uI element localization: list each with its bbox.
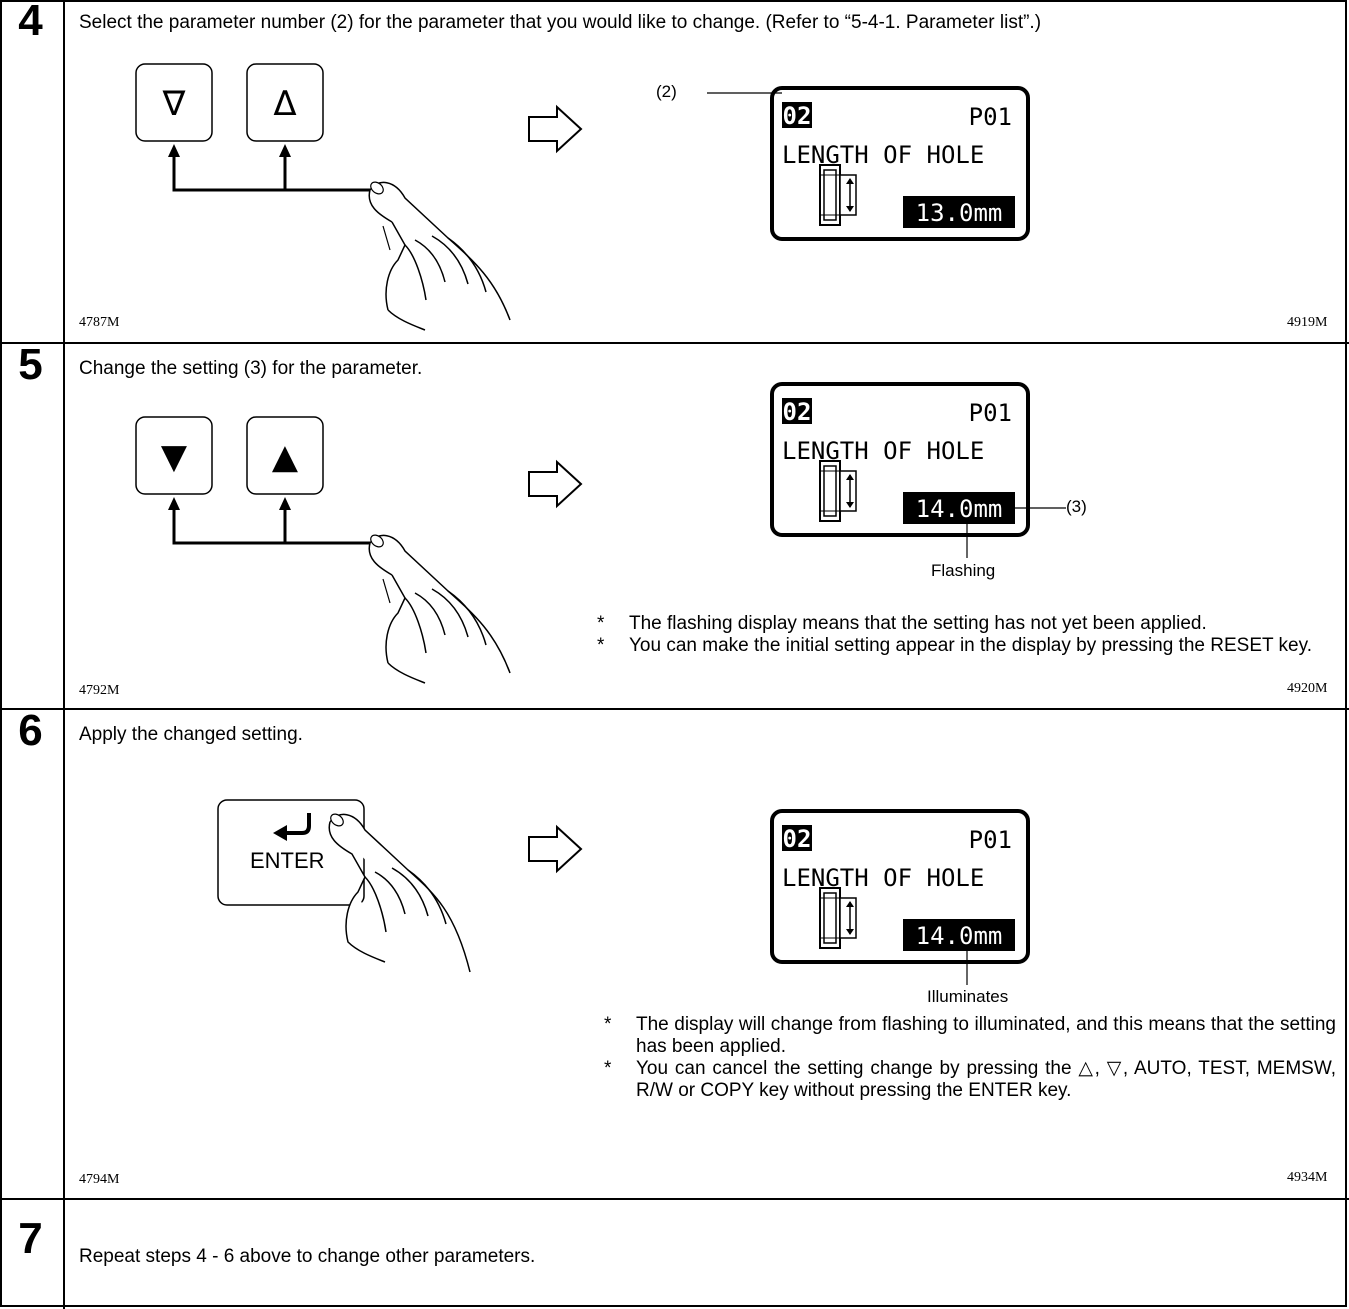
note-item: * The display will change from flashing t… <box>604 1014 1336 1058</box>
note-text: The display will change from flashing to… <box>636 1014 1336 1057</box>
down-key[interactable] <box>135 63 213 142</box>
row-divider <box>2 1198 1349 1200</box>
arrow-right-icon <box>528 106 582 152</box>
lcd-param-name: LENGTH OF HOLE <box>782 141 984 169</box>
figure-code: 4787M <box>79 315 120 330</box>
step-6-enter-figure: ENTER <box>217 799 471 973</box>
lcd-value: 13.0mm <box>916 199 1003 227</box>
asterisk: * <box>604 1014 612 1035</box>
arrow-right-icon <box>528 461 582 507</box>
figure-code: 4794M <box>79 1172 120 1187</box>
step-number: 6 <box>18 706 43 755</box>
lcd-param-number: 02 <box>783 825 812 853</box>
lcd-value: 14.0mm <box>916 922 1003 950</box>
note-item: * The flashing display means that the set… <box>597 613 1336 635</box>
figure-code: 4920M <box>1287 681 1328 696</box>
lcd-param-name: LENGTH OF HOLE <box>782 437 984 465</box>
column-divider <box>63 2 65 1309</box>
up-key-glyph: Δ <box>273 84 296 124</box>
status-label: Illuminates <box>927 987 1009 1006</box>
figure-code: 4934M <box>1287 1170 1328 1185</box>
row-divider <box>2 708 1349 710</box>
lcd-param-number: 02 <box>783 398 812 426</box>
lcd-param-code: P01 <box>969 103 1012 131</box>
note-item: * You can make the initial setting appear… <box>597 635 1336 657</box>
step-4-keypad-figure: ∇ Δ <box>135 63 511 331</box>
asterisk: * <box>597 635 605 656</box>
lcd-display: 02 P01 LENGTH OF HOLE 14.0mm <box>770 809 1030 964</box>
row-divider <box>2 342 1349 344</box>
step-number: 7 <box>18 1214 43 1263</box>
step-instruction: Repeat steps 4 - 6 above to change other… <box>79 1246 536 1267</box>
step-number: 4 <box>18 0 43 45</box>
note-text: You can make the initial setting appear … <box>629 635 1312 656</box>
step-instruction: Select the parameter number (2) for the … <box>79 12 1042 33</box>
lcd-display: 02 P01 LENGTH OF HOLE 14.0mm <box>770 382 1030 537</box>
down-key[interactable] <box>135 416 213 495</box>
up-key-glyph: ▲ <box>272 437 299 477</box>
enter-key-label: ENTER <box>250 848 325 873</box>
callout-label: (2) <box>656 82 677 101</box>
note-item: * You can cancel the setting change by pr… <box>604 1058 1336 1102</box>
asterisk: * <box>597 613 605 634</box>
note-text: You can cancel the setting change by pre… <box>636 1058 1336 1101</box>
callout-label: (3) <box>1066 497 1087 516</box>
step-number: 5 <box>18 340 43 389</box>
step-5-keypad-figure: ▼ ▲ <box>135 416 511 684</box>
lcd-display: 02 P01 LENGTH OF HOLE 13.0mm <box>770 86 1030 241</box>
notes-step-6: * The display will change from flashing t… <box>604 1014 1336 1102</box>
notes-step-5: * The flashing display means that the set… <box>597 613 1336 657</box>
asterisk: * <box>604 1058 612 1079</box>
figure-code: 4792M <box>79 683 120 698</box>
up-key[interactable] <box>246 63 324 142</box>
note-text: The flashing display means that the sett… <box>629 613 1207 634</box>
lcd-value: 14.0mm <box>916 495 1003 523</box>
down-key-glyph: ▼ <box>161 437 188 477</box>
figure-code: 4919M <box>1287 315 1328 330</box>
lcd-param-name: LENGTH OF HOLE <box>782 864 984 892</box>
step-instruction: Change the setting (3) for the parameter… <box>79 358 423 379</box>
lcd-param-code: P01 <box>969 826 1012 854</box>
arrow-right-icon <box>528 826 582 872</box>
up-key[interactable] <box>246 416 324 495</box>
lcd-param-number: 02 <box>783 102 812 130</box>
down-key-glyph: ∇ <box>162 84 186 124</box>
lcd-param-code: P01 <box>969 399 1012 427</box>
step-instruction: Apply the changed setting. <box>79 724 303 745</box>
status-label: Flashing <box>931 561 996 580</box>
